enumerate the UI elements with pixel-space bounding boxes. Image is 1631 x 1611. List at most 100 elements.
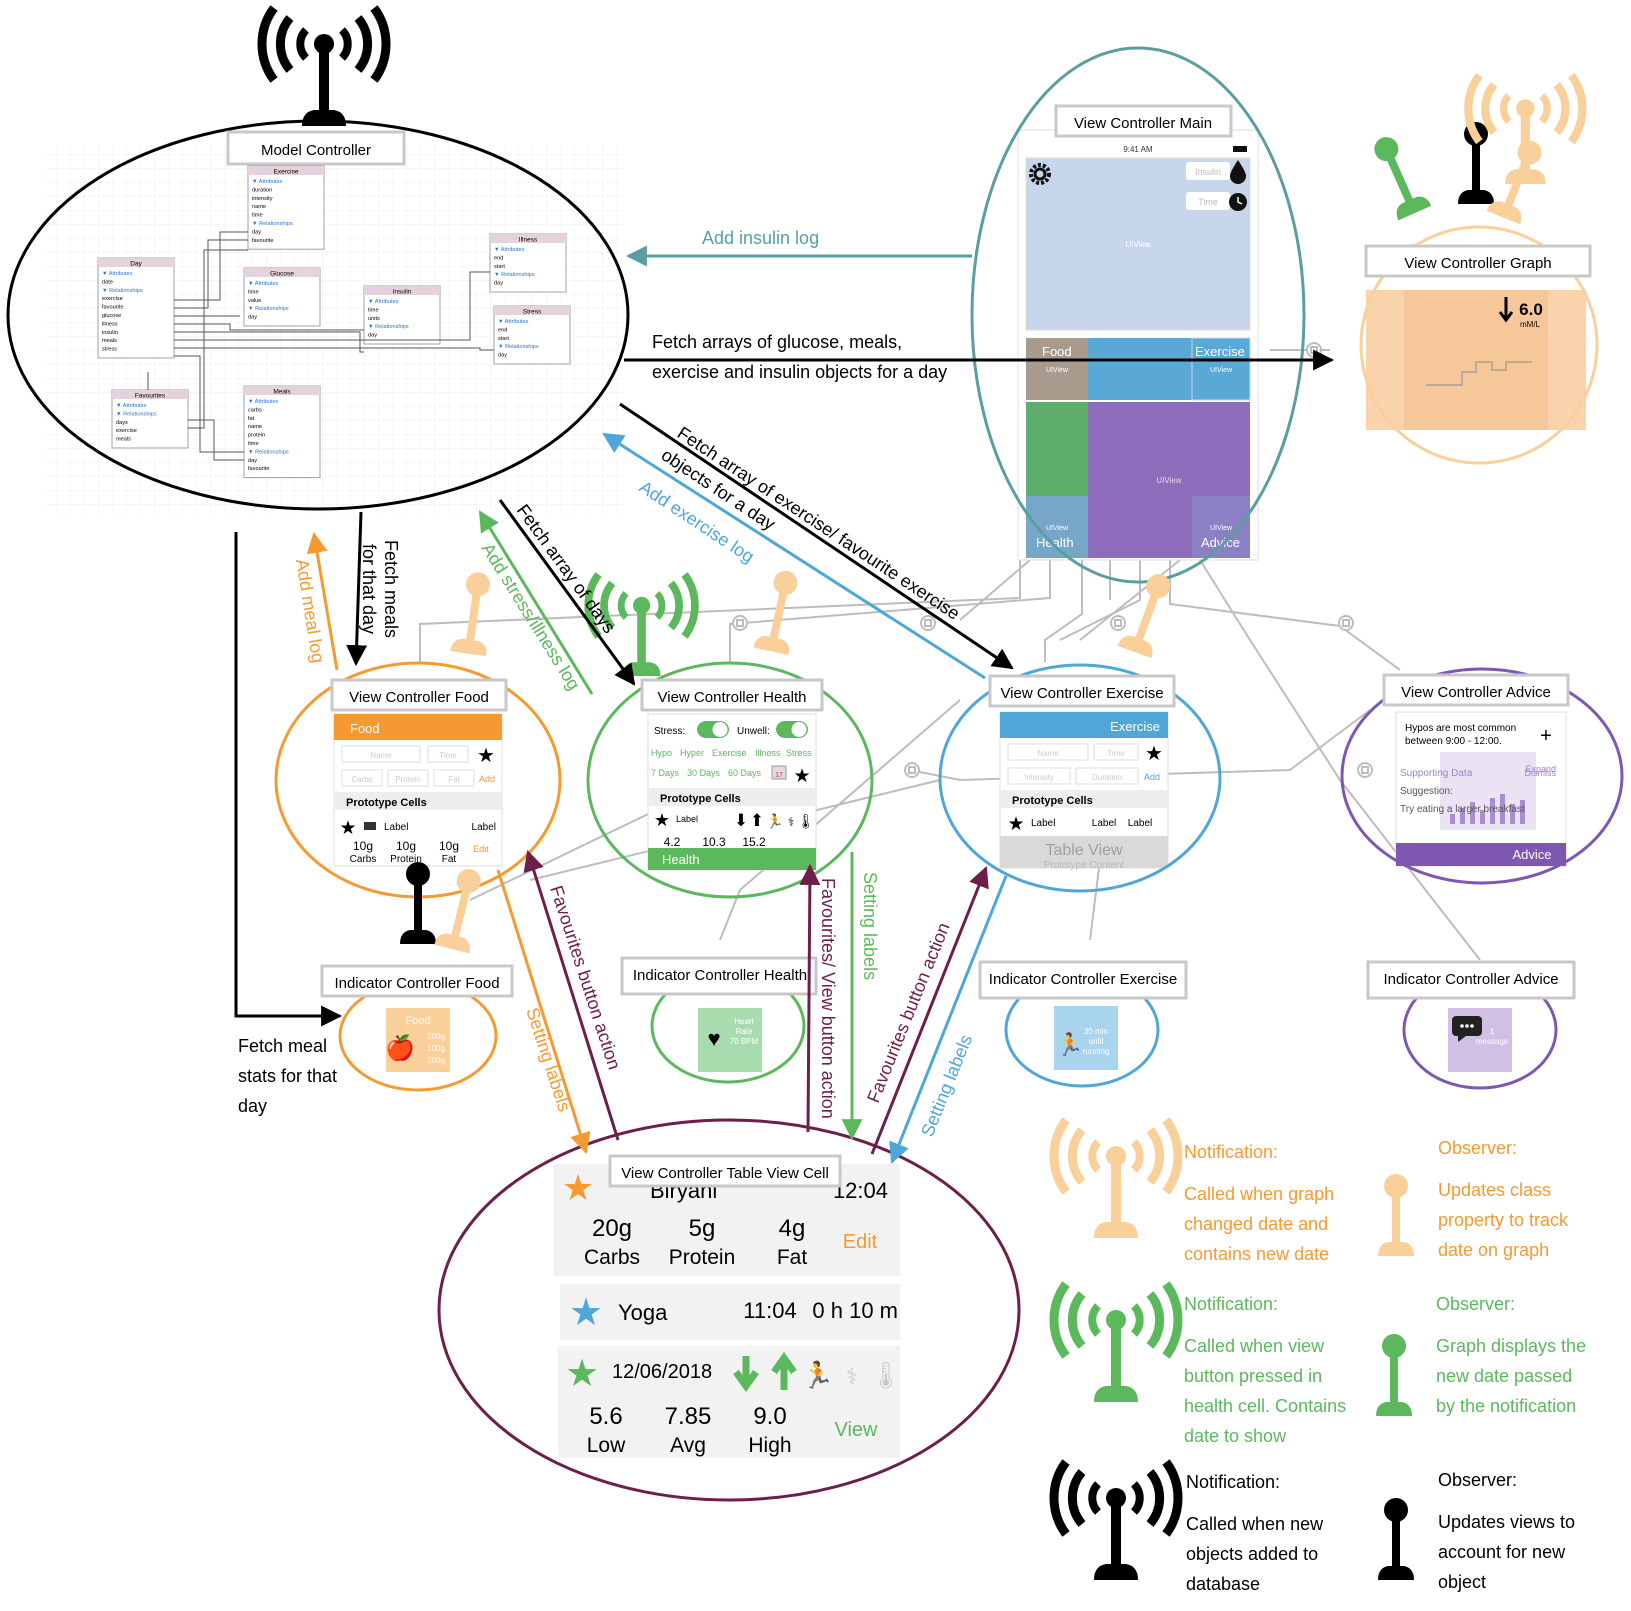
entity-name: Favourites <box>135 393 166 400</box>
food-protein-value: 10g <box>396 839 416 853</box>
advice-bar <box>1500 794 1505 824</box>
food-header: Food <box>350 721 380 736</box>
exercise-time-input[interactable] <box>1093 743 1139 761</box>
ind-exercise-l1: 30 min <box>1084 1027 1108 1036</box>
time-input[interactable] <box>1186 192 1230 210</box>
entity-meals: Meals▼ Attributescarbsfatnameproteintime… <box>243 385 321 479</box>
day-cell[interactable] <box>558 1346 900 1458</box>
ind-food-tile-title: Food <box>405 1015 430 1027</box>
entity-name: Glucose <box>270 271 294 278</box>
legend-black-note-1: Called when new <box>1186 1514 1324 1534</box>
clock-icon[interactable] <box>1229 193 1247 211</box>
ind-food-orange-observer-pin-icon <box>434 865 490 954</box>
entity-box <box>363 285 441 345</box>
calendar-icon[interactable] <box>771 765 787 780</box>
health-title: View Controller Health <box>658 689 807 706</box>
food-edit-button[interactable]: Edit <box>473 844 489 854</box>
advice-bar <box>1470 802 1475 824</box>
health-tab-stress[interactable]: Stress <box>786 748 812 758</box>
legend-orange-obs-1: Updates class <box>1438 1180 1551 1200</box>
exercise-prototype-content: Prototype Content <box>1044 860 1125 871</box>
view-controller-health-node: Stress: Unwell: Hypo Hyper Exercise Illn… <box>588 567 874 899</box>
label-fetch-stats-2: stats for that <box>238 1066 337 1086</box>
health-tab-hypo[interactable]: Hypo <box>651 748 672 758</box>
legend-orange-note-2: changed date and <box>1184 1214 1328 1234</box>
health-favourite-star-icon[interactable]: ★ <box>793 766 810 787</box>
ind-exercise-l3: running <box>1083 1047 1110 1056</box>
entity-header <box>244 268 320 277</box>
exercise-table-area <box>1000 836 1168 868</box>
advice-dismiss-button[interactable]: Dismiss <box>1525 768 1557 778</box>
day-favourite-star-icon[interactable]: ★ <box>565 1353 599 1395</box>
time-input-placeholder: Time <box>1198 197 1218 207</box>
health-tab-exercise[interactable]: Exercise <box>712 748 747 758</box>
main-center-uiview: UIView <box>1156 476 1181 485</box>
settings-gear-icon[interactable] <box>1029 163 1051 185</box>
relationship: day <box>248 315 257 321</box>
arrow-setting-exercise <box>889 875 1008 1164</box>
meal-edit-button[interactable]: Edit <box>843 1231 878 1253</box>
advice-bar <box>1490 798 1495 824</box>
exercise-duration-input[interactable] <box>1075 767 1139 785</box>
entity-header <box>98 258 174 267</box>
attributes-label: ▼ Attributes <box>102 271 133 277</box>
advice-footer-bar <box>1396 843 1566 866</box>
exercise-add-button[interactable]: Add <box>1144 772 1160 782</box>
food-add-button[interactable]: Add <box>479 774 495 784</box>
er-connector <box>174 239 248 309</box>
exercise-intensity-input[interactable] <box>1007 767 1071 785</box>
main-exercise-tile[interactable] <box>1191 337 1251 401</box>
exercise-cell[interactable] <box>560 1284 900 1340</box>
food-favourite-star-icon[interactable]: ★ <box>477 745 495 767</box>
food-time-input[interactable] <box>427 745 469 763</box>
health-running-icon: 🏃 <box>766 813 783 829</box>
food-name-input[interactable] <box>341 745 421 763</box>
exercise-favourite-star-icon[interactable]: ★ <box>1145 743 1163 765</box>
attribute: end <box>498 327 507 333</box>
meal-favourite-star-icon[interactable]: ★ <box>562 1167 594 1208</box>
food-carbs-input[interactable] <box>341 769 383 787</box>
day-high-value: 9.0 <box>753 1403 786 1430</box>
table-cell-title-box <box>608 1154 842 1188</box>
advice-expand-button[interactable]: Expand <box>1525 764 1556 774</box>
exercise-name-input[interactable] <box>1007 743 1089 761</box>
relationships-label: ▼ Relationships <box>494 272 535 278</box>
arrow-fetch-meals <box>346 511 368 667</box>
main-food-tile[interactable] <box>1026 338 1088 400</box>
health-range-30[interactable]: 30 Days <box>687 768 721 778</box>
table-view-cell-node: ★ Biryani 12:04 20g 5g 4g Carbs Protein … <box>437 1118 1021 1502</box>
day-view-button[interactable]: View <box>835 1419 879 1441</box>
ind-food-title-box <box>320 964 514 998</box>
advice-supporting-data[interactable]: Supporting Data <box>1400 768 1473 779</box>
relationships-label: ▼ Relationships <box>248 306 289 312</box>
stress-toggle-knob <box>712 722 728 737</box>
ind-advice-title-box <box>1366 960 1576 1000</box>
food-proto-bar <box>334 792 502 810</box>
legend-black-obs-title: Observer: <box>1438 1470 1517 1490</box>
advice-bar <box>1520 800 1525 824</box>
food-fat-input[interactable] <box>433 769 475 787</box>
health-range-60[interactable]: 60 Days <box>728 768 762 778</box>
exercise-favourite-star-icon[interactable]: ★ <box>569 1292 603 1334</box>
advice-add-plus-icon[interactable]: + <box>1540 725 1552 747</box>
attributes-label: ▼ Attributes <box>248 281 279 287</box>
health-tab-hyper[interactable]: Hyper <box>680 748 704 758</box>
entity-header <box>112 390 188 399</box>
insulin-input[interactable] <box>1186 162 1230 180</box>
entity-exercise: Exercise▼ Attributesdurationintensitynam… <box>247 165 325 250</box>
health-tab-illness[interactable]: Illness <box>755 748 781 758</box>
ind-health-l3: 70 BPM <box>730 1037 759 1046</box>
graph-unit: mM/L <box>1520 320 1541 329</box>
health-title-box <box>640 678 824 712</box>
food-carbs-value: 10g <box>353 839 373 853</box>
exercise-duration-placeholder: Duration <box>1092 773 1122 782</box>
arrow-fetch-days <box>498 499 636 686</box>
health-range-7[interactable]: 7 Days <box>651 768 680 778</box>
main-exercise-area <box>1088 338 1192 400</box>
food-protein-input[interactable] <box>387 769 429 787</box>
legend-orange-pin-icon <box>1378 1174 1414 1256</box>
insulin-drop-icon[interactable] <box>1230 160 1246 184</box>
arrow-fav-health <box>799 863 821 1133</box>
exercise-proto-bar <box>1000 790 1168 808</box>
